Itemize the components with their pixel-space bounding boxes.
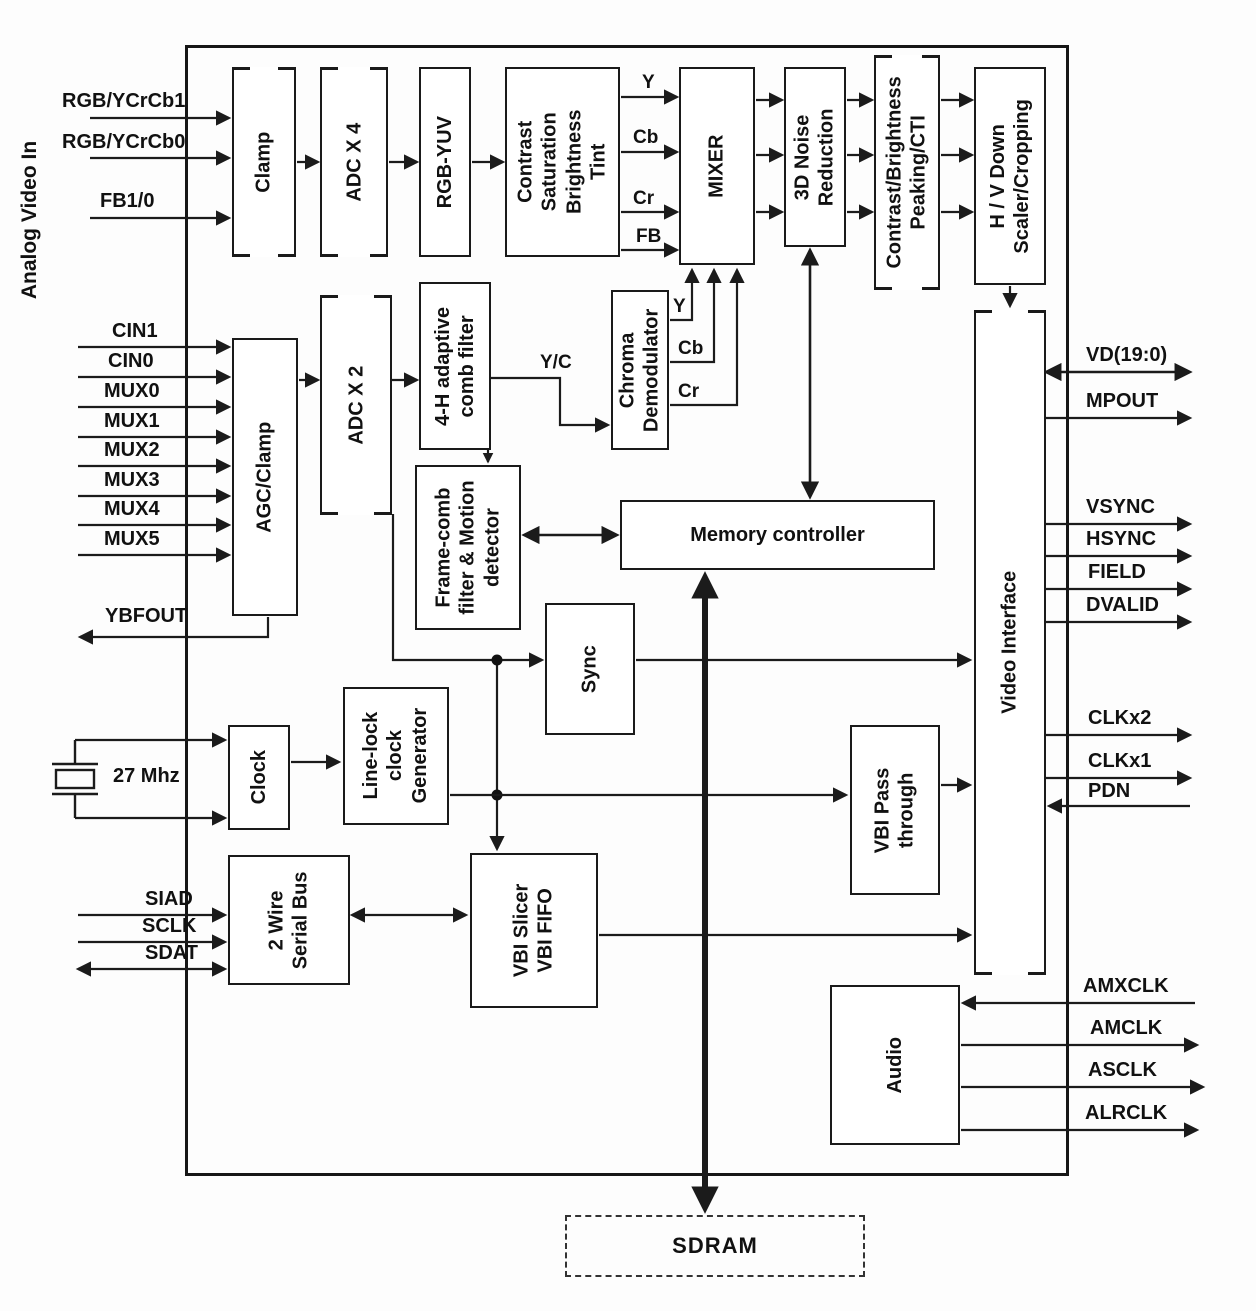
block-audio-label: Audio xyxy=(883,1036,906,1094)
label-mux1: MUX1 xyxy=(104,410,160,432)
block-comb-filter: 4-H adaptive comb filter xyxy=(419,282,491,450)
analog-video-in-label: Analog Video In xyxy=(18,140,42,300)
block-vbi-pass: VBI Pass through xyxy=(850,725,940,895)
block-agc-clamp-label: AGC/Clamp xyxy=(253,421,276,533)
wires-clock-crystal xyxy=(52,732,342,826)
wires-right-outputs xyxy=(1043,362,1193,814)
label-cin1: CIN1 xyxy=(112,320,158,342)
block-adc2: ADC X 2 xyxy=(320,295,392,515)
label-cb-top: Cb xyxy=(633,127,659,148)
chip-boundary xyxy=(185,45,1069,1176)
label-cb-chroma: Cb xyxy=(678,338,704,359)
block-contrast-label: Contrast Saturation Brightness Tint xyxy=(514,109,610,215)
label-27mhz: 27 Mhz xyxy=(113,765,180,787)
block-memory-controller-label: Memory controller xyxy=(690,523,865,546)
block-line-lock-label: Line-lock clock Generator xyxy=(360,708,432,804)
wires-top-chain xyxy=(297,89,1018,309)
block-video-interface: Video Interface xyxy=(974,310,1046,975)
block-chroma-demod-label: Chroma Demodulator xyxy=(616,308,663,432)
block-serial-bus-label: 2 Wire Serial Bus xyxy=(265,871,312,969)
label-fb-top: FB xyxy=(636,226,662,247)
label-mux4: MUX4 xyxy=(104,498,160,520)
wires-memory xyxy=(521,247,820,1214)
block-frame-comb: Frame-comb filter & Motion detector xyxy=(415,465,521,630)
label-hsync: HSYNC xyxy=(1086,528,1157,550)
block-clock: Clock xyxy=(228,725,290,830)
label-sclk: SCLK xyxy=(142,915,197,937)
label-amxclk: AMXCLK xyxy=(1083,975,1169,997)
block-vbi-slicer: VBI Slicer VBI FIFO xyxy=(470,853,598,1008)
label-alrclk: ALRCLK xyxy=(1085,1102,1168,1124)
label-vsync: VSYNC xyxy=(1086,496,1155,518)
block-clock-label: Clock xyxy=(247,750,270,805)
wires-analog-path xyxy=(299,267,745,464)
block-adc4: ADC X 4 xyxy=(320,67,388,257)
block-clamp: Clamp xyxy=(232,67,296,257)
label-clkx1: CLKx1 xyxy=(1088,750,1152,772)
wires-sync-vbi xyxy=(349,514,973,943)
block-rgb-yuv: RGB-YUV xyxy=(419,67,471,257)
label-cin0: CIN0 xyxy=(108,350,154,372)
block-clamp-label: Clamp xyxy=(252,131,275,193)
label-pdn: PDN xyxy=(1088,780,1131,802)
block-audio: Audio xyxy=(830,985,960,1145)
block-comb-filter-label: 4-H adaptive comb filter xyxy=(431,306,478,426)
label-fb1-0: FB1/0 xyxy=(100,190,155,212)
label-yc: Y/C xyxy=(540,352,572,373)
label-vd19-0: VD(19:0) xyxy=(1086,344,1168,366)
label-mux5: MUX5 xyxy=(104,528,160,550)
block-line-lock: Line-lock clock Generator xyxy=(343,687,449,825)
analog-video-in-label-wrap: Analog Video In xyxy=(12,95,48,345)
label-cr-top: Cr xyxy=(633,188,655,209)
block-sync: Sync xyxy=(545,603,635,735)
label-sdat: SDAT xyxy=(145,942,198,964)
label-mpout: MPOUT xyxy=(1086,390,1159,412)
block-sync-label: Sync xyxy=(578,645,601,693)
block-adc2-label: ADC X 2 xyxy=(344,365,367,445)
label-cr-chroma: Cr xyxy=(678,381,700,402)
block-3d-noise: 3D Noise Reduction xyxy=(784,67,846,247)
label-dvalid: DVALID xyxy=(1086,594,1159,616)
block-adc4-label: ADC X 4 xyxy=(342,122,365,202)
label-rgb-ycrcb0: RGB/YCrCb0 xyxy=(62,131,186,153)
label-asclk: ASCLK xyxy=(1088,1059,1157,1081)
label-y-chroma: Y xyxy=(673,296,686,317)
label-siad: SIAD xyxy=(145,888,193,910)
block-hv-scaler: H / V Down Scaler/Cropping xyxy=(974,67,1046,285)
label-field: FIELD xyxy=(1088,561,1146,583)
block-sdram-label: SDRAM xyxy=(672,1233,758,1258)
wires-left-inputs xyxy=(77,110,270,645)
block-agc-clamp: AGC/Clamp xyxy=(232,338,298,616)
label-ybfout: YBFOUT xyxy=(105,605,188,627)
label-rgb-ycrcb1: RGB/YCrCb1 xyxy=(62,90,186,112)
label-mux3: MUX3 xyxy=(104,469,160,491)
wires-audio xyxy=(960,995,1206,1138)
block-video-interface-label: Video Interface xyxy=(998,570,1021,715)
block-chroma-demod: Chroma Demodulator xyxy=(611,290,669,450)
block-mixer: MIXER xyxy=(679,67,755,265)
block-vbi-pass-label: VBI Pass through xyxy=(871,767,918,853)
label-y-top: Y xyxy=(642,72,655,93)
block-contrast: Contrast Saturation Brightness Tint xyxy=(505,67,620,257)
block-rgb-yuv-label: RGB-YUV xyxy=(433,115,456,209)
label-mux2: MUX2 xyxy=(104,439,160,461)
block-mixer-label: MIXER xyxy=(705,134,728,198)
label-clkx2: CLKx2 xyxy=(1088,707,1152,729)
label-amclk: AMCLK xyxy=(1090,1017,1163,1039)
wires-serial-bus xyxy=(75,907,228,977)
block-frame-comb-label: Frame-comb filter & Motion detector xyxy=(432,480,504,615)
block-memory-controller: Memory controller xyxy=(620,500,935,570)
block-vbi-slicer-label: VBI Slicer VBI FIFO xyxy=(510,883,557,978)
block-cb-peaking: Contrast/Brightness Peaking/CTI xyxy=(874,55,940,290)
label-mux0: MUX0 xyxy=(104,380,160,402)
block-hv-scaler-label: H / V Down Scaler/Cropping xyxy=(986,98,1034,254)
block-sdram: SDRAM xyxy=(565,1215,865,1277)
block-cb-peaking-label: Contrast/Brightness Peaking/CTI xyxy=(883,76,930,269)
block-serial-bus: 2 Wire Serial Bus xyxy=(228,855,350,985)
block-3d-noise-label: 3D Noise Reduction xyxy=(791,108,838,206)
